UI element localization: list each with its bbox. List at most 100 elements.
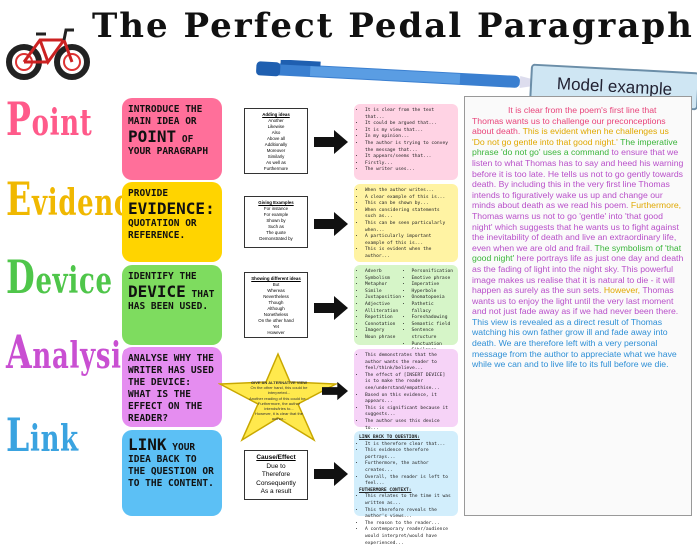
model-text-segment: Thomas warns us not to go 'gentle' into … — [472, 210, 679, 253]
model-text-segment: However, — [601, 285, 641, 296]
list-item: The effect of [INSERT DEVICE] is to make… — [365, 373, 453, 393]
list-item: Foreshadowing — [412, 315, 454, 322]
list-item: Imperative — [412, 282, 454, 289]
list-item: This demonstrates that the author wants … — [365, 353, 453, 373]
step-box-evidence: Provide Evidence: Quotation or reference… — [122, 182, 222, 262]
list-item: In my opinion... — [365, 134, 453, 141]
list-item: Furthermore — [263, 166, 289, 171]
list-item: On the other hand — [258, 318, 294, 323]
list-item: A clear example of this is... — [365, 195, 453, 202]
step-box-device: Identify the Device that has been used. — [122, 265, 222, 345]
list-item: As well as — [266, 160, 286, 165]
side-word-link: Link — [6, 408, 79, 462]
arrow-right-icon — [314, 296, 348, 320]
list-item: A contemporary reader/audience would int… — [365, 527, 453, 547]
list-item: This relates to the time it was written … — [365, 494, 453, 507]
side-word-analysis: Analysis — [6, 325, 138, 379]
list-item: Emotive phrase — [412, 276, 454, 283]
list-item: Another — [268, 118, 284, 123]
list-item: Such as — [268, 224, 284, 229]
list-item: Connotation — [365, 322, 402, 329]
model-text-segment: to ensure that we listen to what Thomas … — [472, 147, 684, 211]
list-item: This can be shown by... — [365, 201, 453, 208]
model-text-segment: This is evident when he challenges us 'D… — [472, 126, 669, 147]
list-item: Consequently — [256, 479, 296, 487]
model-text-segment: This view is revealed as a direct result… — [472, 316, 677, 370]
list-item: Juxtaposition — [365, 295, 402, 302]
list-item: Metaphor — [365, 282, 402, 289]
step-box-point: Introduce the main idea or Point of your… — [122, 98, 222, 180]
model-text-segment: Thomas wants us to enjoy the light until… — [472, 285, 679, 317]
phrase-list-link: Link back to question: It is therefore c… — [354, 431, 458, 546]
model-text-segment: here portrays life as just one day and d… — [472, 253, 684, 296]
arrow-right-icon — [314, 130, 348, 154]
list-item: It could be argued that... — [365, 121, 453, 128]
list-item: Alliteration — [365, 309, 402, 316]
list-item: However, it is clear that the author... — [254, 411, 304, 422]
list-item: Symbolism — [365, 276, 402, 283]
list-item: Although — [267, 306, 285, 311]
list-item: Due to — [266, 462, 286, 470]
alternative-view-star — [218, 352, 338, 442]
pen-icon — [256, 60, 550, 89]
list-item: When considering statements such as... — [365, 208, 453, 221]
phrase-list-analysis: This demonstrates that the author wants … — [354, 349, 458, 490]
list-item: Adverb — [365, 269, 402, 276]
list-item: For example — [263, 212, 289, 217]
list-item: It appears/seems that... — [365, 154, 453, 161]
list-item: Punctuation — [412, 342, 454, 349]
step-box-analysis: Analyse why the writer has used the devi… — [122, 347, 222, 427]
list-item: Yet — [272, 324, 280, 329]
model-segments: It is clear from the poem's first line t… — [472, 105, 683, 369]
phrase-list-device: AdverbSymbolismMetaphorSimileJuxtapositi… — [354, 265, 458, 353]
arrow-right-icon — [322, 381, 348, 401]
list-item: Whereas — [267, 288, 285, 293]
list-item: Semantic field — [412, 322, 454, 329]
arrow-right-icon — [314, 462, 348, 486]
list-item: Though — [268, 300, 284, 305]
side-word-point: Point — [6, 92, 93, 146]
list-item: This evidence therefore portrays... — [365, 448, 453, 461]
list-item: The writer uses... — [365, 167, 453, 174]
star-text: Give an alternative view On the other ha… — [249, 380, 309, 422]
list-item: It is therefore clear that... — [365, 442, 453, 449]
list-item: The author uses this device to... — [365, 419, 453, 432]
list-item: This therefore reveals the author's view… — [365, 508, 453, 521]
list-item: Demonstrated by — [259, 236, 293, 241]
list-item: Likewise — [267, 124, 285, 129]
list-item: Shown by — [266, 218, 286, 223]
step-box-link: Link your idea back to the question or t… — [122, 430, 222, 516]
list-item: Similarly — [267, 154, 285, 159]
list-item: Based on this evidence, it appears... — [365, 393, 453, 406]
list-item: This is significant because it suggests.… — [365, 406, 453, 419]
list-item: Adjective — [365, 302, 402, 309]
list-item: Also — [271, 130, 281, 135]
list-item: Hyperbole — [412, 289, 454, 296]
list-item: The author is trying to convey the messa… — [365, 141, 453, 154]
list-item: But — [272, 282, 280, 287]
list-item: Repetition — [365, 315, 402, 322]
list-item: Imagery — [365, 328, 402, 335]
list-item: Onomatopoeia — [412, 295, 454, 302]
list-item: Nevertheless — [263, 294, 289, 299]
list-item: The quote — [266, 230, 286, 235]
model-text-segment: Furthermore, — [628, 200, 682, 211]
list-item: Furthermore, the author creates... — [365, 461, 453, 474]
list-item: For instance — [263, 206, 289, 211]
model-example-paragraph: It is clear from the poem's first line t… — [464, 96, 692, 516]
list-item: When the author writes... — [365, 188, 453, 195]
arrow-right-icon — [314, 212, 348, 236]
list-item: Overall, the reader is left to feel... — [365, 475, 453, 488]
list-item: It is my view that... — [365, 128, 453, 135]
phrase-list-evidence: When the author writes...A clear example… — [354, 184, 458, 262]
list-item: Simile — [365, 289, 402, 296]
list-item: Moreover — [266, 148, 286, 153]
list-item: Additionally — [264, 142, 288, 147]
page-title: The Perfect Pedal Paragraph — [92, 6, 694, 46]
list-item: Noun phrase — [365, 335, 402, 342]
list-item: Pathetic fallacy — [412, 302, 454, 315]
